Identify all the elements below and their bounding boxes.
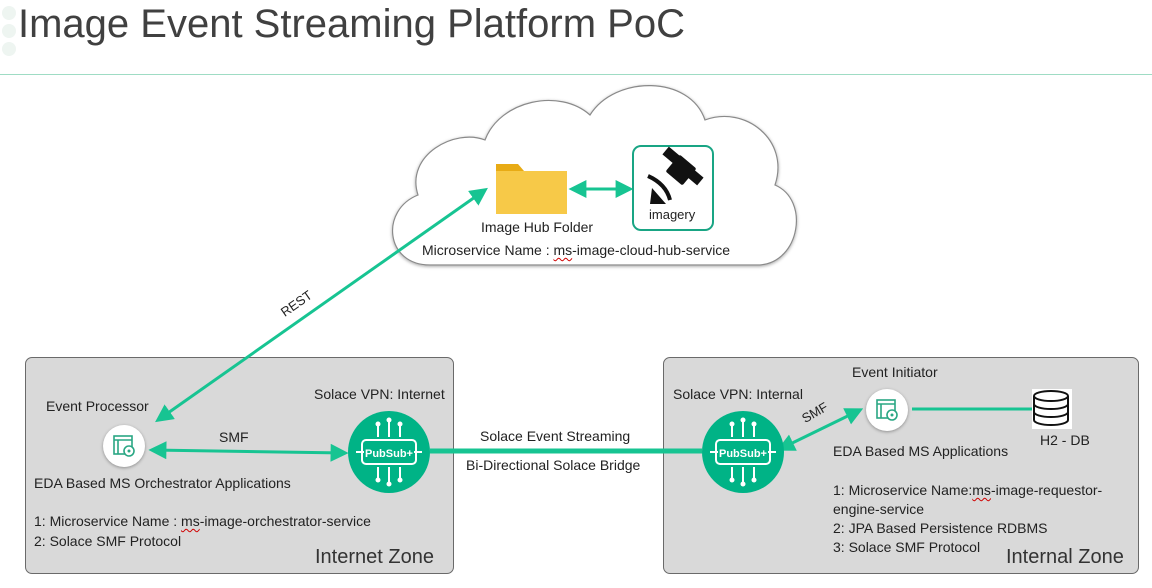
internet-note-1-prefix: 1: Microservice Name :	[34, 513, 182, 529]
cloud-ms-abbrev: ms	[553, 242, 573, 258]
internal-vpn-label: Solace VPN: Internal	[673, 386, 803, 402]
cloud-microservice-label: Microservice Name : ms-image-cloud-hub-s…	[422, 242, 730, 258]
internal-app-label: EDA Based MS Applications	[833, 443, 1009, 459]
pubsub-internet-icon: PubSub+	[348, 411, 430, 493]
internet-ms-abbrev: ms	[181, 513, 200, 529]
db-label: H2 - DB	[1040, 432, 1090, 448]
smf-right-arrow	[776, 408, 864, 451]
pubsub-internet-text: PubSub+	[365, 448, 413, 460]
database-icon	[1032, 389, 1072, 429]
internal-note-3: 3: Solace SMF Protocol	[833, 539, 981, 555]
orchestrator-app-label: EDA Based MS Orchestrator Applications	[34, 475, 291, 491]
imagery-label: imagery	[649, 207, 696, 222]
internet-note-1: 1: Microservice Name : ms-image-orchestr…	[34, 513, 371, 529]
internet-vpn-label: Solace VPN: Internet	[314, 386, 445, 402]
internal-note-1-cont: engine-service	[833, 501, 925, 517]
event-processor-label: Event Processor	[46, 398, 149, 414]
event-initiator-label: Event Initiator	[852, 364, 938, 380]
pubsub-internal-icon: PubSub+	[702, 411, 784, 493]
bridge-label-1: Solace Event Streaming	[480, 428, 631, 444]
folder-icon	[496, 164, 567, 214]
internal-ms-rest: -image-requestor-	[990, 482, 1103, 498]
internet-note-2: 2: Solace SMF Protocol	[34, 533, 182, 549]
internet-note-1-name: ms-image-orchestrator-service	[181, 513, 371, 529]
pubsub-internal-text: PubSub+	[719, 448, 767, 460]
initiator-app-icon	[866, 389, 908, 431]
folder-label: Image Hub Folder	[481, 219, 594, 235]
cloud-microservice-name: ms-image-cloud-hub-service	[553, 242, 730, 258]
internal-note-1: 1: Microservice Name:ms-image-requestor-	[833, 482, 1102, 498]
imagery-icon	[632, 145, 714, 231]
internal-note-1-name: ms-image-requestor-	[972, 482, 1102, 498]
page-title: Image Event Streaming Platform PoC	[18, 2, 685, 46]
title-decoration	[0, 0, 16, 60]
internal-note-2: 2: JPA Based Persistence RDBMS	[833, 520, 1048, 536]
smf-left-label: SMF	[219, 429, 249, 445]
smf-left-arrow	[148, 441, 349, 462]
cloud-shape	[392, 85, 797, 266]
rest-arrow	[155, 187, 488, 423]
internet-ms-rest: -image-orchestrator-service	[199, 513, 371, 529]
cloud-microservice-prefix: Microservice Name :	[422, 242, 554, 258]
internal-note-1-prefix: 1: Microservice Name:	[833, 482, 973, 498]
orchestrator-app-icon	[103, 425, 145, 467]
title-divider	[0, 74, 1152, 75]
cloud-ms-rest: -image-cloud-hub-service	[572, 242, 731, 258]
bridge-label-2: Bi-Directional Solace Bridge	[466, 457, 641, 473]
internet-zone-label: Internet Zone	[315, 546, 434, 568]
internal-ms-abbrev: ms	[972, 482, 991, 498]
internal-zone-label: Internal Zone	[1006, 546, 1124, 568]
